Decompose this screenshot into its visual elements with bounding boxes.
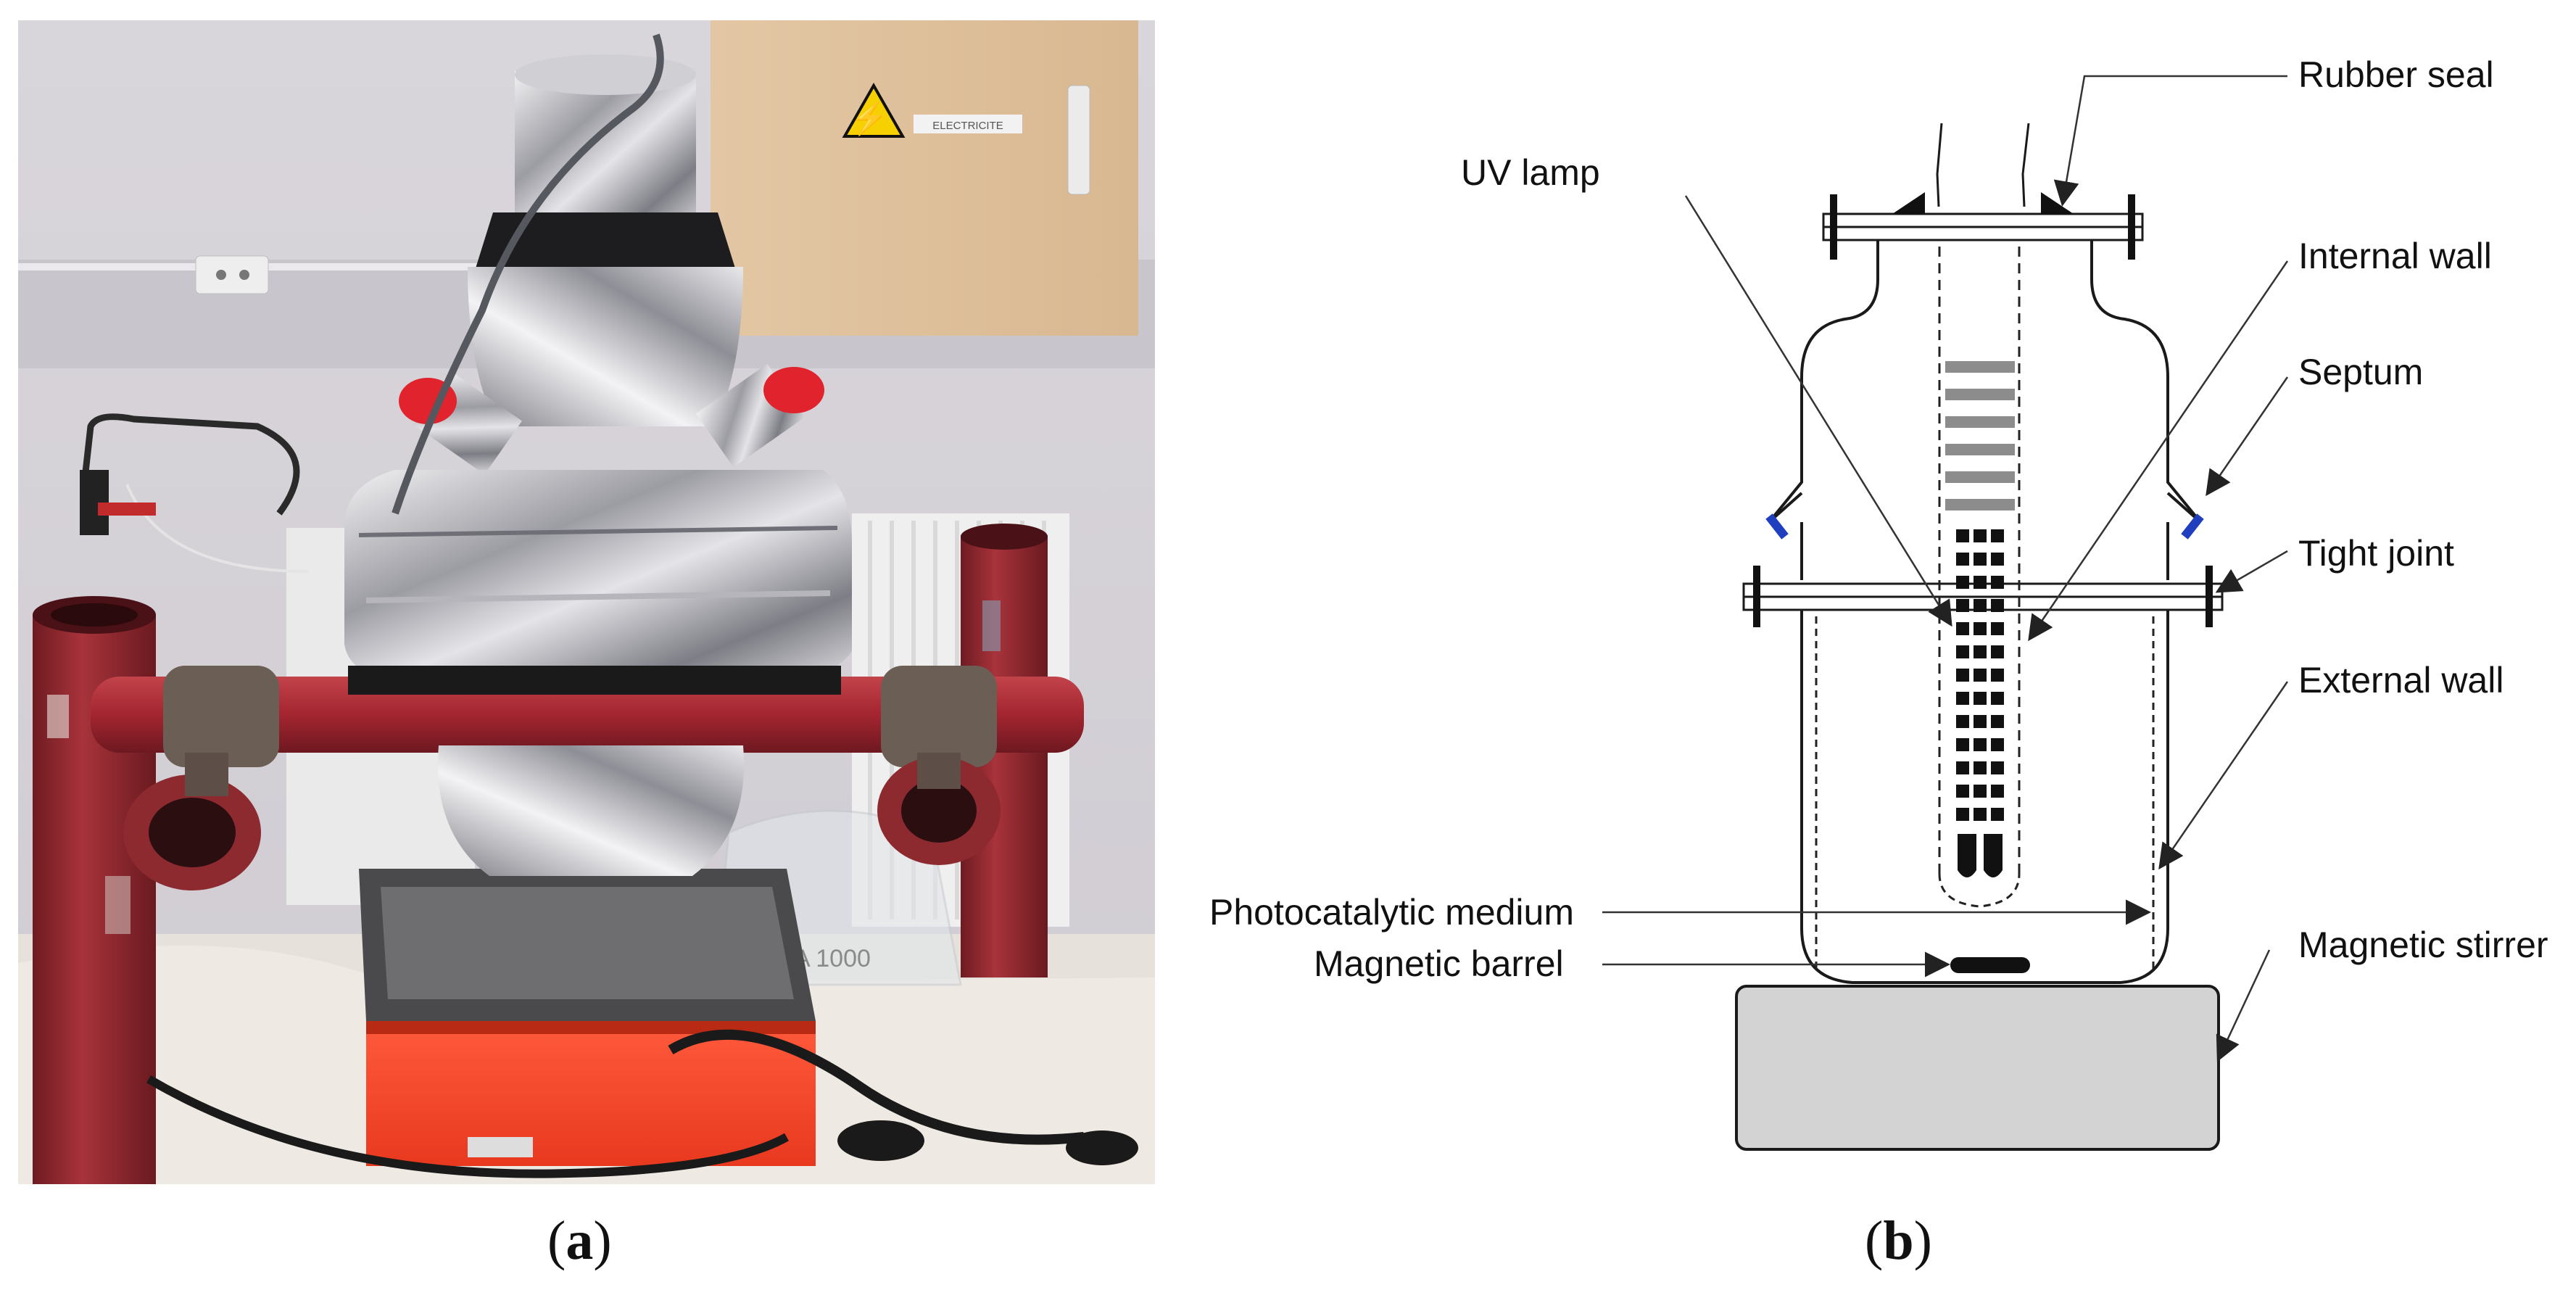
magnetic-stirrer-block <box>1735 985 2220 1151</box>
foil-wrapped-reactor <box>344 33 852 876</box>
label-tight-joint: Tight joint <box>2298 533 2454 574</box>
vessel-upper-left <box>1768 240 1879 524</box>
septum-left <box>1765 513 1789 540</box>
warning-triangle-icon <box>842 82 906 138</box>
flask-marking: A 1000 <box>794 945 871 972</box>
label-septum: Septum <box>2298 352 2423 392</box>
label-magnetic-stirrer: Magnetic stirrer <box>2298 925 2548 965</box>
diagram-panel-b: Rubber seal UV lamp Internal wall Septum… <box>1196 29 2574 1204</box>
warning-sign-glyph: ⚡ <box>850 100 890 137</box>
label-uv-lamp: UV lamp <box>1461 152 1600 193</box>
photo-panel-a: ⚡ ELECTRICITE A 1000 <box>18 20 1155 1184</box>
label-internal-wall: Internal wall <box>2298 236 2492 276</box>
rubber-seal-left <box>1892 192 1925 214</box>
reactor-schematic: Rubber seal UV lamp Internal wall Septum… <box>1209 54 2548 1151</box>
reactor-photo: ⚡ ELECTRICITE A 1000 <box>18 20 1155 1184</box>
magnetic-barrel-shape <box>1950 957 2030 973</box>
internal-wall-leader <box>2028 260 2289 642</box>
rubber-seal-right <box>2041 192 2074 214</box>
label-magnetic-barrel: Magnetic barrel <box>1314 943 1564 984</box>
electrical-cabinet: ⚡ ELECTRICITE <box>711 20 1138 336</box>
caption-a-letter: a <box>566 1210 594 1271</box>
warning-sign-text: ELECTRICITE <box>932 120 1003 132</box>
septum-leader <box>2206 376 2289 497</box>
vessel-upper-right <box>2090 240 2202 524</box>
external-wall-leader <box>2158 681 2289 870</box>
uv-lamp-lower <box>1956 529 2004 877</box>
top-flange <box>1822 192 2144 260</box>
caption-a: (a) <box>547 1210 612 1271</box>
uv-lamp-upper <box>1945 361 2015 510</box>
label-rubber-seal: Rubber seal <box>2298 54 2494 95</box>
red-cap-right-icon <box>763 367 824 413</box>
magnetic-stirrer-leader <box>2216 949 2271 1062</box>
septum-right <box>2181 513 2204 540</box>
label-photocatalytic-medium: Photocatalytic medium <box>1209 892 1574 933</box>
vessel-lower <box>1800 610 2169 984</box>
tight-joint-leader <box>2215 550 2288 593</box>
uv-lamp-leader <box>1684 195 1952 627</box>
caption-b-letter: b <box>1883 1210 1914 1271</box>
top-inlet-pipes <box>1936 123 2030 207</box>
gas-tube <box>80 413 300 516</box>
support-bar <box>91 666 1084 890</box>
stirrer-photo <box>359 869 816 1166</box>
caption-b: (b) <box>1865 1210 1932 1271</box>
rubber-seal-leader <box>2053 75 2287 207</box>
label-external-wall: External wall <box>2298 660 2503 700</box>
wall-socket <box>195 255 269 294</box>
